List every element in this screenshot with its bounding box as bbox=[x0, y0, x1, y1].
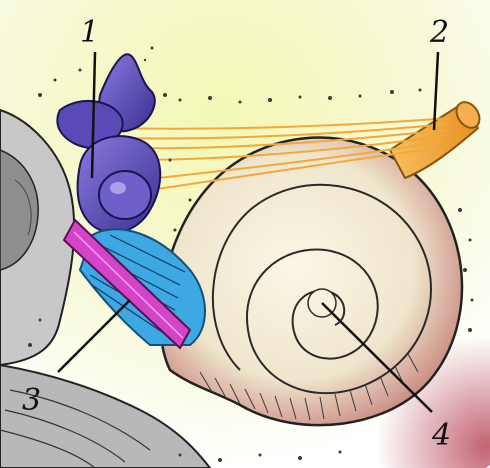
label-1: 1 bbox=[80, 15, 99, 50]
label-3: 3 bbox=[22, 383, 41, 418]
label-2: 2 bbox=[429, 15, 449, 50]
label-4: 4 bbox=[431, 418, 451, 453]
